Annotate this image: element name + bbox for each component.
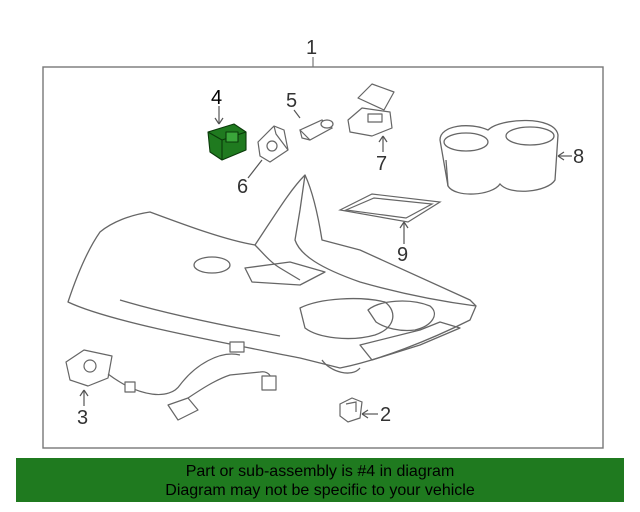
part-6-bracket[interactable] xyxy=(257,125,289,163)
banner-line-2: Diagram may not be specific to your vehi… xyxy=(165,482,475,499)
callout-9: 9 xyxy=(397,244,409,266)
callout-6: 6 xyxy=(237,176,249,198)
callout-2: 2 xyxy=(380,404,392,426)
part-3-switch-harness[interactable] xyxy=(65,341,277,421)
leader-lines xyxy=(79,106,572,419)
callout-4[interactable]: 4 xyxy=(211,87,223,109)
part-7-housing[interactable] xyxy=(347,83,395,137)
part-9-tray-mat[interactable] xyxy=(338,193,442,223)
callout-7: 7 xyxy=(376,153,388,175)
center-console-body[interactable] xyxy=(67,174,477,374)
part-5-socket[interactable] xyxy=(298,119,334,141)
part-4-module[interactable] xyxy=(207,123,247,161)
part-2-clip[interactable] xyxy=(339,397,363,423)
info-banner: Part or sub-assembly is #4 in diagram Di… xyxy=(16,458,624,502)
callout-8: 8 xyxy=(573,146,585,168)
part-8-cup-holder[interactable] xyxy=(439,119,559,195)
callout-3: 3 xyxy=(77,407,89,429)
banner-line-1: Part or sub-assembly is #4 in diagram xyxy=(185,463,455,480)
callout-5: 5 xyxy=(286,90,298,112)
assembly-frame xyxy=(42,66,604,449)
parts-diagram xyxy=(42,57,604,449)
callout-1: 1 xyxy=(306,37,318,59)
